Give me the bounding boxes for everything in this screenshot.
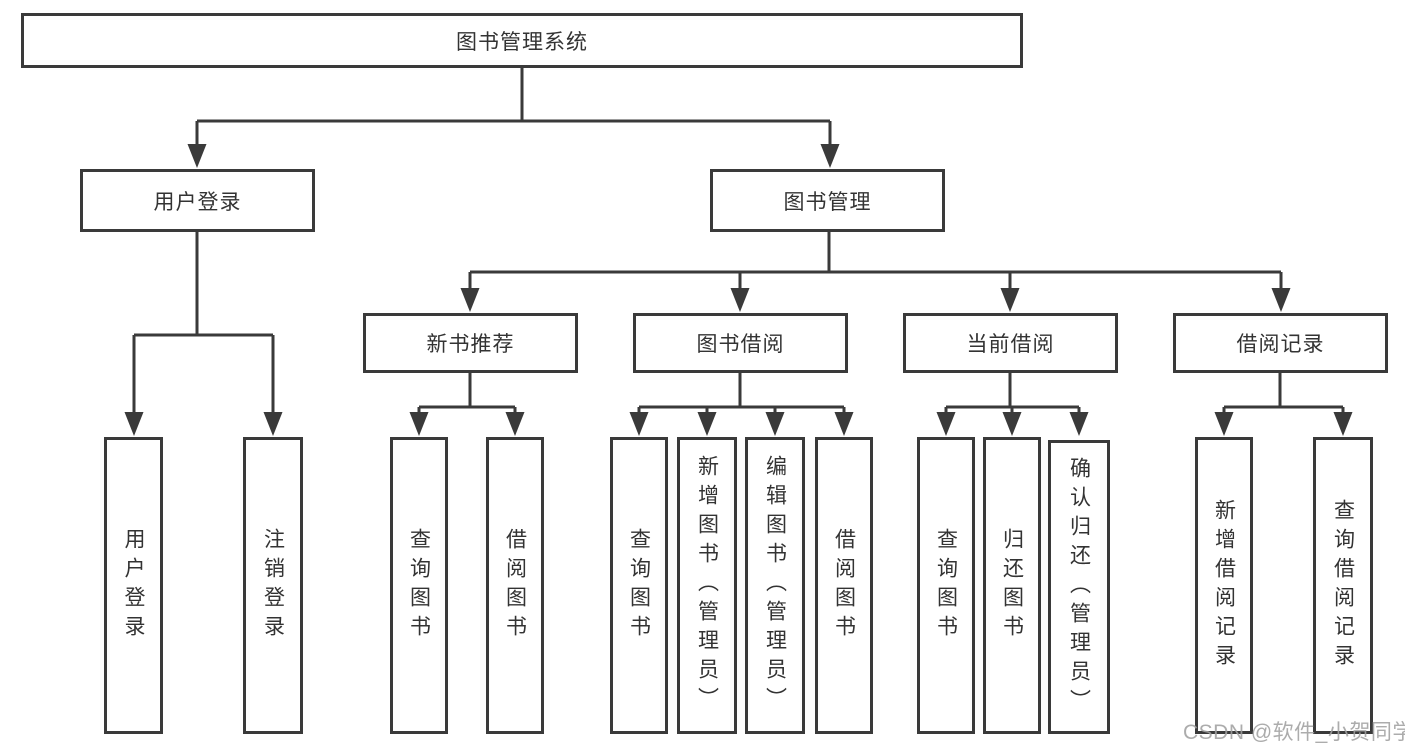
node-book-borrowing: 图书借阅: [633, 313, 848, 373]
leaf-edit-books-admin-label: 编辑图书（管理员）: [763, 455, 787, 716]
node-user-login-label: 用户登录: [153, 190, 242, 214]
node-new-book-recommend: 新书推荐: [363, 313, 578, 373]
node-library-system-label: 图书管理系统: [456, 30, 588, 54]
leaf-add-borrow-record: 新增借阅记录: [1195, 437, 1253, 734]
csdn-watermark: CSDN @软件_小贺同学: [1183, 721, 1405, 744]
leaf-borrow-books-recommend-label: 借阅图书: [503, 527, 527, 644]
leaf-user-login-label: 用户登录: [122, 527, 145, 644]
node-book-borrowing-label: 图书借阅: [696, 333, 785, 356]
leaf-query-borrow-record-label: 查询借阅记录: [1331, 498, 1355, 673]
node-book-management-label: 图书管理: [783, 190, 872, 214]
leaf-query-books-current-label: 查询图书: [934, 527, 958, 644]
leaf-query-books-recommend-label: 查询图书: [407, 527, 431, 644]
leaf-borrow-books-recommend: 借阅图书: [486, 437, 544, 734]
leaf-user-login: 用户登录: [104, 437, 163, 734]
node-current-borrowing-label: 当前借阅: [966, 333, 1055, 356]
node-user-login: 用户登录: [80, 169, 315, 232]
arrowheads: [124, 144, 1353, 436]
leaf-add-books-admin-label: 新增图书（管理员）: [695, 455, 719, 716]
leaf-return-books-label: 归还图书: [1000, 527, 1024, 644]
leaf-query-books-current: 查询图书: [917, 437, 975, 734]
leaf-add-books-admin: 新增图书（管理员）: [677, 437, 737, 734]
leaf-query-books-borrowing-label: 查询图书: [627, 527, 651, 644]
node-new-book-recommend-label: 新书推荐: [426, 333, 515, 356]
leaf-query-books-recommend: 查询图书: [390, 437, 448, 734]
leaf-borrow-books: 借阅图书: [815, 437, 873, 734]
leaf-edit-books-admin: 编辑图书（管理员）: [745, 437, 805, 734]
leaf-query-borrow-record: 查询借阅记录: [1313, 437, 1373, 734]
node-current-borrowing: 当前借阅: [903, 313, 1118, 373]
node-library-system: 图书管理系统: [21, 13, 1023, 68]
node-borrowing-records: 借阅记录: [1173, 313, 1388, 373]
node-borrowing-records-label: 借阅记录: [1236, 333, 1325, 356]
leaf-confirm-return-admin-label: 确认归还（管理员）: [1067, 456, 1091, 718]
leaf-borrow-books-label: 借阅图书: [832, 527, 856, 644]
leaf-add-borrow-record-label: 新增借阅记录: [1212, 498, 1236, 673]
leaf-return-books: 归还图书: [983, 437, 1041, 734]
leaf-confirm-return-admin: 确认归还（管理员）: [1048, 440, 1110, 734]
leaf-query-books-borrowing: 查询图书: [610, 437, 668, 734]
leaf-logout: 注销登录: [243, 437, 303, 734]
node-book-management: 图书管理: [710, 169, 945, 232]
leaf-logout-label: 注销登录: [261, 527, 285, 644]
